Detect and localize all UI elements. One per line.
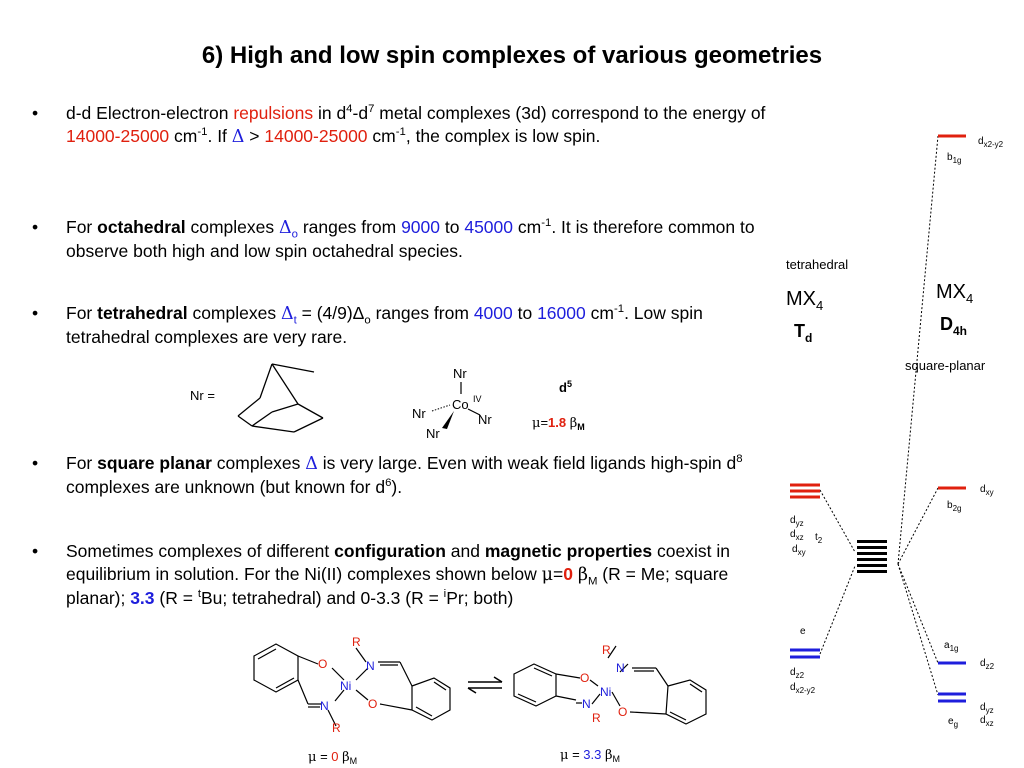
svg-text:N: N — [582, 697, 591, 711]
bullet-dot: • — [32, 103, 39, 123]
svg-text:N: N — [366, 659, 375, 673]
nr-ligand-left: Nr — [412, 406, 426, 421]
td-symmetry: Td — [794, 321, 812, 345]
mu-tetrahedral: μ = 3.3 βM — [560, 747, 620, 764]
b2g-label: b2g — [947, 500, 961, 513]
bullet-3: • For tetrahedral complexes Δt = (4/9)Δo… — [32, 302, 762, 350]
svg-text:R: R — [352, 635, 361, 649]
svg-text:O: O — [318, 657, 327, 671]
bullet-5-text: Sometimes complexes of different configu… — [66, 541, 730, 608]
bullet-3-text: For tetrahedral complexes Δt = (4/9)Δo r… — [66, 303, 703, 347]
dxz-td-label: dxz — [790, 529, 804, 542]
svg-text:R: R — [332, 721, 341, 735]
slide-title: 6) High and low spin complexes of variou… — [201, 42, 823, 69]
tetrahedral-label: tetrahedral — [786, 257, 848, 272]
barycenter-levels — [857, 540, 887, 573]
svg-text:O: O — [618, 705, 627, 719]
dxz-label: dxz — [980, 715, 994, 728]
d5-label: d5 — [559, 379, 572, 395]
bullet-2-text: For octahedral complexes Δo ranges from … — [66, 217, 755, 261]
equilibrium-arrows — [467, 676, 503, 694]
magnetic-moment-label: μ=1.8 βM — [532, 415, 585, 432]
svg-text:R: R — [602, 643, 611, 657]
dx2y2-label: dx2-y2 — [978, 136, 1004, 149]
t2-label: t2 — [815, 532, 823, 545]
energy-range: 14000-25000 — [66, 126, 170, 146]
dz2-td-label: dz2 — [790, 667, 805, 680]
bullet-dot: • — [32, 303, 39, 323]
square-planar-label: square-planar — [905, 358, 986, 373]
square-planar-structure — [253, 643, 451, 727]
nr-ligand-top: Nr — [453, 366, 467, 381]
svg-text:IV: IV — [473, 394, 482, 404]
svg-text:O: O — [580, 671, 589, 685]
tetrahedral-structure — [513, 645, 707, 725]
cobalt-complex-figure: Nr = Nr Co IV Nr Nr Nr d5 μ=1.8 βM — [190, 363, 585, 441]
norbornyl-skeleton — [237, 363, 324, 433]
svg-text:O: O — [368, 697, 377, 711]
svg-text:N: N — [320, 699, 329, 713]
svg-text:R: R — [592, 711, 601, 725]
correlation-lines — [819, 135, 939, 696]
svg-text:Ni: Ni — [600, 685, 611, 699]
dxy-label: dxy — [980, 484, 994, 497]
bullet-dot: • — [32, 453, 39, 473]
bullet-4: • For square planar complexes Δ is very … — [32, 452, 762, 500]
nr-ligand-right: Nr — [478, 412, 492, 427]
nr-equals-label: Nr = — [190, 388, 215, 403]
bullet-dot: • — [32, 217, 39, 237]
a1g-label: a1g — [944, 640, 958, 653]
energy-level-diagram: tetrahedral MX4 Td MX4 D4h square-planar… — [786, 134, 1004, 729]
dx2y2-td-label: dx2-y2 — [790, 682, 816, 695]
eg-label: eg — [948, 716, 958, 729]
b1g-label: b1g — [947, 152, 961, 165]
mu-square-planar: μ = 0 βM — [308, 749, 357, 766]
bullet-5: • Sometimes complexes of different confi… — [32, 540, 762, 632]
svg-text:N: N — [616, 661, 625, 675]
bullet-4-text: For square planar complexes Δ is very la… — [66, 453, 743, 497]
bullet-1-text: d-d Electron-electron repulsions in d4-d… — [66, 103, 766, 147]
repulsions-word: repulsions — [233, 103, 314, 123]
svg-text:Ni: Ni — [340, 679, 351, 693]
dyz-label: dyz — [980, 702, 994, 715]
dz2-label: dz2 — [980, 658, 995, 671]
cobalt-atom: Co — [452, 397, 469, 412]
dxy-td-label: dxy — [792, 544, 806, 557]
e-label: e — [800, 626, 806, 637]
bullet-2: • For octahedral complexes Δo ranges fro… — [32, 216, 762, 264]
nr-ligand-bottom: Nr — [426, 426, 440, 441]
mx4-square-planar: MX4 — [936, 281, 973, 306]
bullet-dot: • — [32, 541, 39, 561]
nickel-complex-equilibrium: O N Ni N O R R O N Ni N — [253, 635, 707, 766]
dyz-td-label: dyz — [790, 515, 804, 528]
bullet-1: • d-d Electron-electron repulsions in d4… — [32, 102, 765, 172]
d4h-symmetry: D4h — [940, 314, 967, 338]
mx4-tetrahedral: MX4 — [786, 288, 823, 313]
